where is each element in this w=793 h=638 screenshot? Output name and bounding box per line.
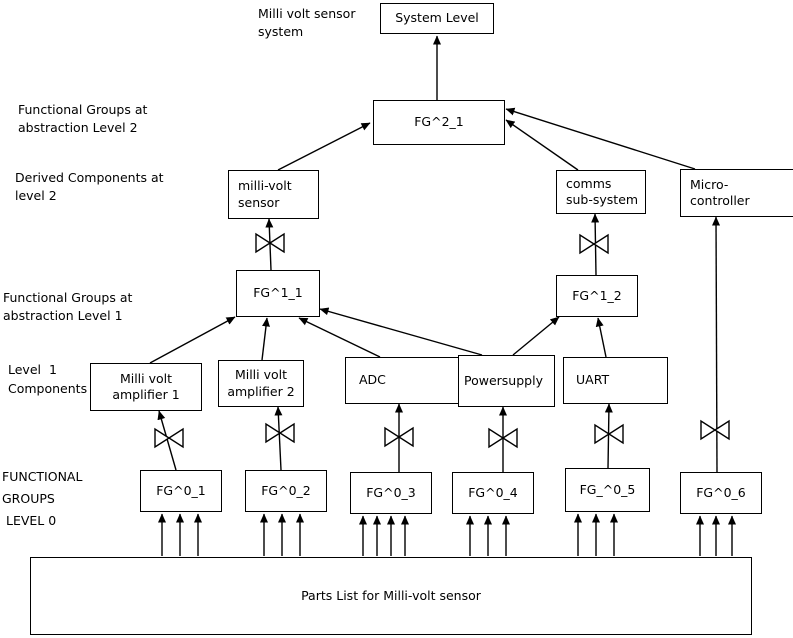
node-amplifier-2: Milli volt amplifier 2 — [218, 360, 304, 407]
bowtie-icon — [265, 422, 295, 444]
bowtie-icon — [488, 427, 518, 449]
node-millivolt-sensor: milli-volt sensor — [228, 170, 319, 219]
bowtie-icons — [154, 232, 730, 449]
node-powersupply: Powersupply — [458, 355, 555, 407]
label-derived-components-level2: Derived Components at level 2 — [15, 170, 164, 203]
node-fg1-1: FG^1_1 — [236, 270, 320, 317]
label-functional-groups-level0: FUNCTIONAL GROUPS LEVEL 0 — [2, 469, 83, 528]
node-system-level: System Level — [380, 3, 494, 34]
node-fg2-1: FG^2_1 — [373, 100, 505, 145]
node-amplifier-1: Milli volt amplifier 1 — [90, 363, 202, 411]
label-functional-groups-level2: Functional Groups at abstraction Level 2 — [18, 102, 148, 135]
label-level1-components: Level 1 Components — [8, 362, 88, 397]
node-uart: UART — [563, 357, 668, 404]
bowtie-icon — [154, 427, 184, 449]
node-fg0-6: FG^0_6 — [680, 472, 762, 514]
bowtie-icon — [700, 419, 730, 441]
node-fg0-5: FG_^0_5 — [565, 468, 650, 512]
label-functional-groups-level1: Functional Groups at abstraction Level 1 — [3, 290, 133, 323]
node-fg0-2: FG^0_2 — [245, 470, 327, 512]
node-parts-list: Parts List for Milli-volt sensor — [30, 557, 752, 635]
node-comms-subsystem: comms sub-system — [556, 170, 646, 214]
bowtie-icon — [594, 423, 624, 445]
node-microcontroller: Micro- controller — [680, 169, 793, 217]
bowtie-icon — [255, 232, 285, 254]
bowtie-icon — [384, 426, 414, 448]
node-fg0-3: FG^0_3 — [350, 472, 432, 514]
bowtie-icon — [579, 233, 609, 255]
node-fg1-2: FG^1_2 — [556, 275, 638, 317]
node-adc: ADC — [345, 357, 465, 404]
decomposition-arrows — [149, 35, 736, 556]
node-fg0-4: FG^0_4 — [452, 472, 534, 514]
node-fg0-1: FG^0_1 — [140, 470, 222, 512]
label-system-note: Milli volt sensor system — [258, 6, 356, 39]
